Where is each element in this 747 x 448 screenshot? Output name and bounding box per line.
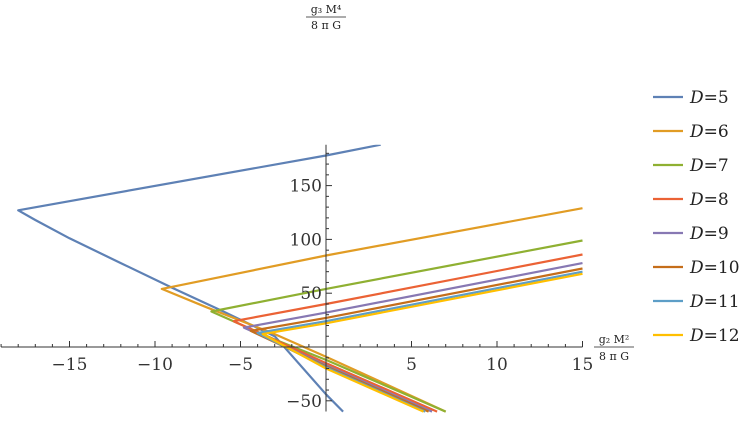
y-tick-label: 100 (290, 230, 322, 250)
axis-titles: g₃ M⁴ 8 π G g₂ M² 8 π G (306, 3, 634, 363)
y-tick-label: 50 (300, 284, 322, 304)
x-tick-label: 15 (572, 355, 594, 375)
legend-label-8: D=8 (689, 190, 729, 210)
legend-label-5: D=5 (689, 88, 729, 108)
series-line-5 (17, 144, 381, 413)
x-axis-title: g₂ M² 8 π G (594, 333, 634, 363)
series-line-12 (261, 272, 583, 413)
x-tick-label: −5 (228, 355, 253, 375)
x-tick-label: −15 (52, 355, 88, 375)
ticks: −15 −10 −5 5 10 15 −50 50 100 150 (0, 152, 594, 412)
legend-label-9: D=9 (689, 224, 729, 244)
legend-label-6: D=6 (689, 122, 729, 142)
legend: D=5D=6D=7D=8D=9D=10D=11D=12 (653, 88, 740, 346)
legend-label-10: D=10 (689, 258, 740, 278)
x-axis-title-num: g₂ M² (599, 333, 630, 346)
series-line-9 (242, 262, 583, 413)
legend-label-12: D=12 (689, 326, 740, 346)
y-axis-title-den: 8 π G (311, 19, 341, 32)
legend-label-7: D=7 (689, 156, 729, 176)
x-tick-label: −10 (137, 355, 173, 375)
series-line-8 (232, 253, 583, 413)
x-tick-label: 5 (406, 355, 417, 375)
y-tick-label: −50 (286, 392, 322, 412)
y-tick-label: 150 (290, 177, 322, 197)
x-tick-label: 10 (486, 355, 508, 375)
y-axis-title: g₃ M⁴ 8 π G (306, 3, 346, 32)
legend-label-11: D=11 (689, 292, 740, 312)
y-axis-title-num: g₃ M⁴ (311, 3, 342, 16)
x-axis-title-den: 8 π G (599, 350, 629, 363)
